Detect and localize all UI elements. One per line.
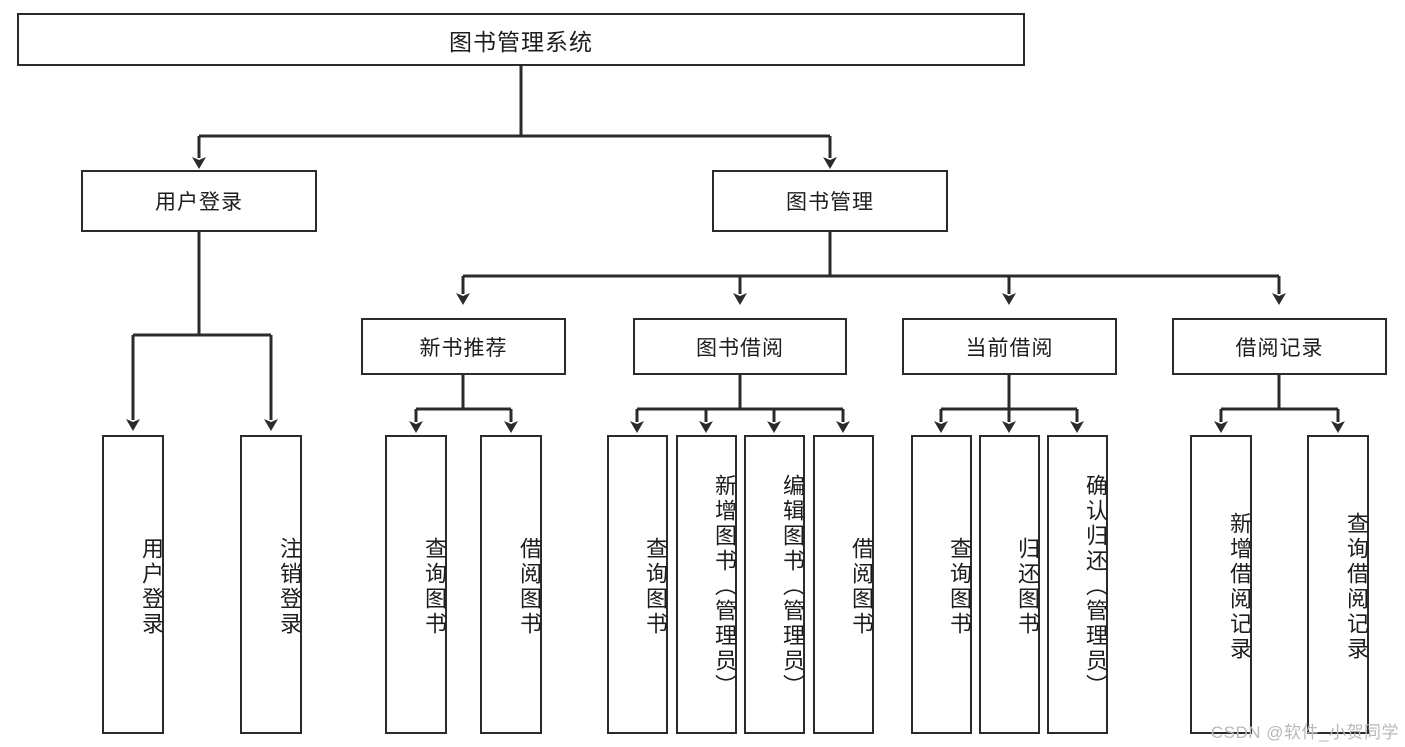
leaf-label: 查询图书	[643, 536, 668, 637]
leaf-query-borrow-record[interactable]: 查询借阅记录	[1307, 435, 1369, 734]
leaf-label: 借阅图书	[517, 536, 542, 637]
node-book-management[interactable]: 图书管理	[712, 170, 948, 232]
leaf-query-book-current[interactable]: 查询图书	[911, 435, 972, 734]
leaf-label: 用户登录	[139, 536, 164, 637]
leaf-add-borrow-record[interactable]: 新增借阅记录	[1190, 435, 1252, 734]
leaf-return-book[interactable]: 归还图书	[979, 435, 1040, 734]
leaf-label: 查询图书	[422, 536, 447, 637]
node-borrow-record[interactable]: 借阅记录	[1172, 318, 1387, 375]
leaf-query-book-borrow[interactable]: 查询图书	[607, 435, 668, 734]
leaf-borrow-book[interactable]: 借阅图书	[813, 435, 874, 734]
leaf-label: 归还图书	[1015, 536, 1040, 637]
leaf-label: 新增图书（管理员）	[712, 474, 737, 699]
leaf-user-logout[interactable]: 注销登录	[240, 435, 302, 734]
node-current-borrow[interactable]: 当前借阅	[902, 318, 1117, 375]
node-user-login[interactable]: 用户登录	[81, 170, 317, 232]
leaf-label: 查询图书	[947, 536, 972, 637]
leaf-label: 借阅图书	[849, 536, 874, 637]
node-book-borrow[interactable]: 图书借阅	[633, 318, 847, 375]
leaf-user-login[interactable]: 用户登录	[102, 435, 164, 734]
leaf-edit-book-admin[interactable]: 编辑图书（管理员）	[744, 435, 805, 734]
leaf-label: 查询借阅记录	[1344, 511, 1369, 662]
csdn-watermark: CSDN @软件_小贺同学	[1210, 723, 1399, 742]
node-new-book-recommend[interactable]: 新书推荐	[361, 318, 566, 375]
leaf-query-book-recommend[interactable]: 查询图书	[385, 435, 447, 734]
leaf-label: 新增借阅记录	[1227, 511, 1252, 662]
node-root-system[interactable]: 图书管理系统	[17, 13, 1025, 66]
leaf-label: 确认归还（管理员）	[1083, 474, 1108, 699]
leaf-label: 注销登录	[277, 536, 302, 637]
leaf-borrow-book-recommend[interactable]: 借阅图书	[480, 435, 542, 734]
leaf-confirm-return-admin[interactable]: 确认归还（管理员）	[1047, 435, 1108, 734]
leaf-add-book-admin[interactable]: 新增图书（管理员）	[676, 435, 737, 734]
leaf-label: 编辑图书（管理员）	[780, 474, 805, 699]
